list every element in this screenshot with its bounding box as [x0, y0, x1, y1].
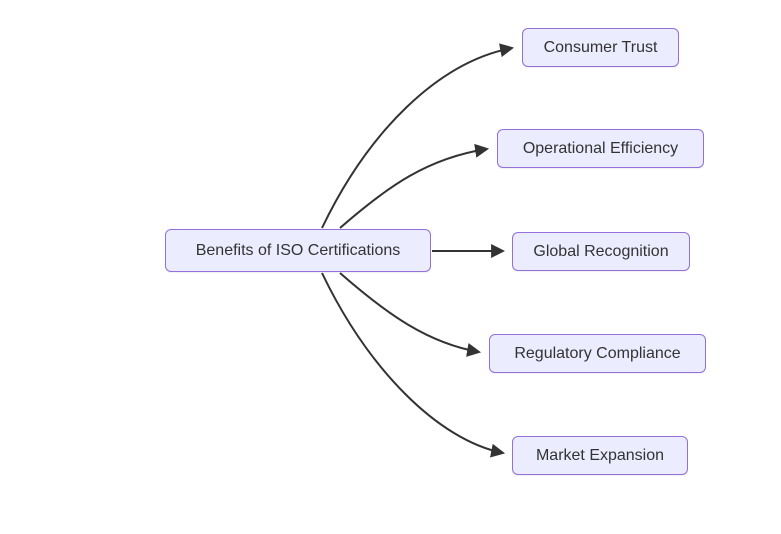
node-label: Global Recognition: [533, 242, 669, 260]
node-market-expansion: Market Expansion: [512, 436, 688, 475]
node-label: Benefits of ISO Certifications: [195, 241, 401, 259]
edge-root-to-market-expansion: [321, 272, 506, 458]
edge-root-to-regulatory-compliance: [339, 272, 482, 357]
edge-root-to-consumer-trust: [321, 43, 515, 229]
node-operational-efficiency: Operational Efficiency: [497, 129, 704, 168]
node-label: Consumer Trust: [543, 38, 658, 56]
node-benefits-of-iso-certifications: Benefits of ISO Certifications: [165, 229, 431, 272]
edge-root-to-operational-efficiency: [339, 143, 490, 229]
node-label: Market Expansion: [535, 446, 665, 464]
node-label: Operational Efficiency: [522, 139, 679, 157]
node-regulatory-compliance: Regulatory Compliance: [489, 334, 706, 373]
node-label: Regulatory Compliance: [514, 344, 681, 362]
node-global-recognition: Global Recognition: [512, 232, 690, 271]
node-consumer-trust: Consumer Trust: [522, 28, 679, 67]
